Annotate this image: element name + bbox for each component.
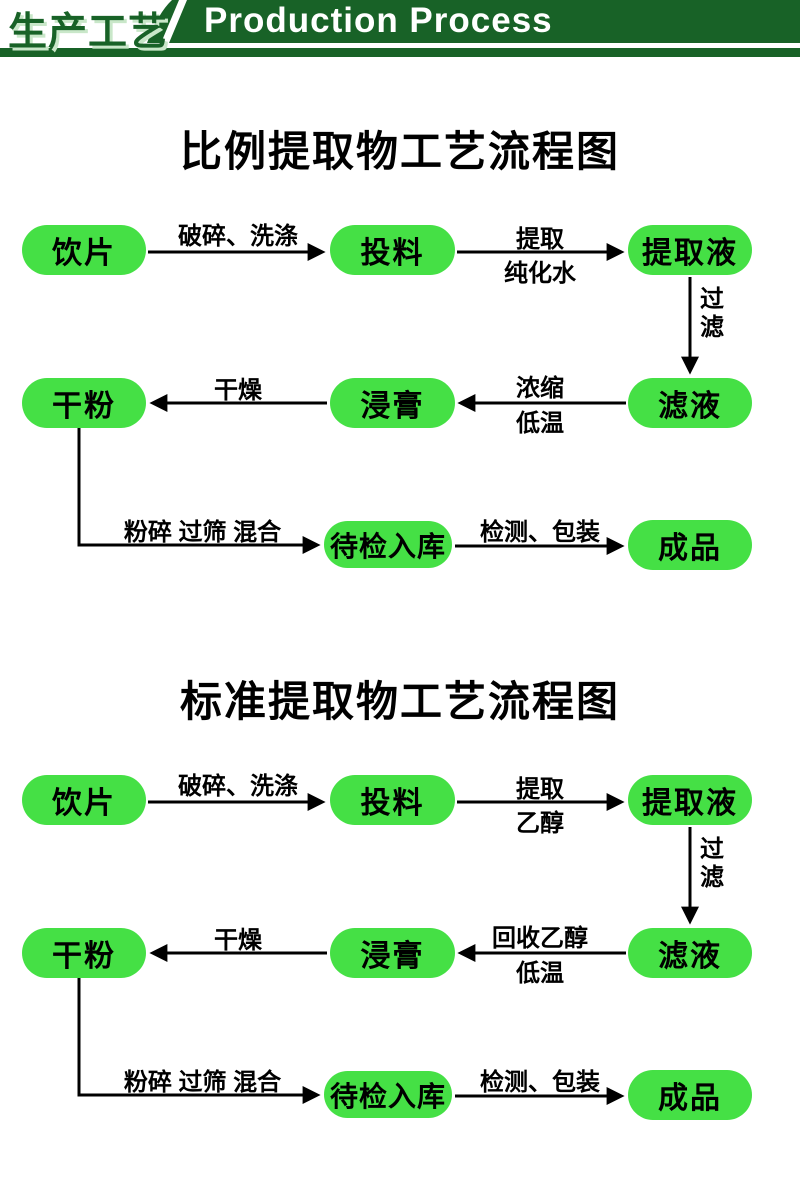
node-filtrate: 滤液 — [628, 928, 752, 978]
edge-label-filter-char1: 过 — [700, 836, 724, 863]
edge-label-low-temp: 低温 — [516, 960, 564, 987]
header-title-cn: 生产工艺 — [8, 11, 169, 54]
edge-label-filter: 过 滤 — [700, 836, 730, 892]
edge-label-filter-char2: 滤 — [700, 864, 724, 891]
edge-label-test-pack: 检测、包装 — [480, 519, 600, 546]
edge-label-crush-wash: 破碎、洗涤 — [178, 223, 298, 250]
edge-label-dry: 干燥 — [214, 927, 262, 954]
header-banner-shape — [0, 0, 800, 57]
edge-label-extract: 提取 — [516, 776, 564, 803]
node-feeding: 投料 — [330, 775, 455, 825]
flow-arrows — [77, 793, 699, 1105]
node-paste: 浸膏 — [330, 378, 455, 428]
edge-label-filter-char2: 滤 — [700, 314, 724, 341]
edge-label-filter-char1: 过 — [700, 286, 724, 313]
node-pending-inspection-storage: 待检入库 — [324, 1071, 452, 1118]
edge-label-concentrate: 浓缩 — [516, 375, 564, 402]
node-extract-liquid: 提取液 — [628, 225, 752, 275]
chart-title: 标准提取物工艺流程图 — [179, 678, 620, 725]
node-extract-liquid: 提取液 — [628, 775, 752, 825]
node-paste: 浸膏 — [330, 928, 455, 978]
header-banner: 生产工艺 Production Process — [0, 0, 800, 60]
node-herb-slices: 饮片 — [22, 775, 146, 825]
flowchart-ratio-extract: 比例提取物工艺流程图 饮片 投料 提取液 干粉 浸膏 滤液 待检入库 成 — [0, 110, 800, 580]
node-pending-inspection-storage: 待检入库 — [324, 521, 452, 568]
edge-label-dry: 干燥 — [214, 377, 262, 404]
edge-label-solvent: 乙醇 — [516, 810, 564, 837]
edge-label-recover-ethanol: 回收乙醇 — [492, 925, 588, 952]
edge-label-extract: 提取 — [516, 226, 564, 253]
node-dry-powder: 干粉 — [22, 378, 146, 428]
edge-label-test-pack: 检测、包装 — [480, 1069, 600, 1096]
node-finished-product: 成品 — [628, 1070, 752, 1120]
node-herb-slices: 饮片 — [22, 225, 146, 275]
header-title-en: Production Process — [204, 1, 553, 40]
node-filtrate: 滤液 — [628, 378, 752, 428]
flow-arrows — [77, 243, 699, 555]
node-dry-powder: 干粉 — [22, 928, 146, 978]
edge-label-solvent: 纯化水 — [504, 260, 576, 287]
edge-label-crush-wash: 破碎、洗涤 — [178, 773, 298, 800]
edge-label-low-temp: 低温 — [516, 410, 564, 437]
edge-label-filter: 过 滤 — [700, 286, 730, 342]
flowchart-standard-extract: 标准提取物工艺流程图 饮片 投料 提取液 干粉 浸膏 滤液 待检入库 成 — [0, 660, 800, 1130]
edge-label-mill-sieve-mix: 粉碎 过筛 混合 — [123, 1069, 282, 1096]
chart-title: 比例提取物工艺流程图 — [179, 128, 620, 175]
node-finished-product: 成品 — [628, 520, 752, 570]
node-feeding: 投料 — [330, 225, 455, 275]
edge-label-mill-sieve-mix: 粉碎 过筛 混合 — [123, 519, 282, 546]
